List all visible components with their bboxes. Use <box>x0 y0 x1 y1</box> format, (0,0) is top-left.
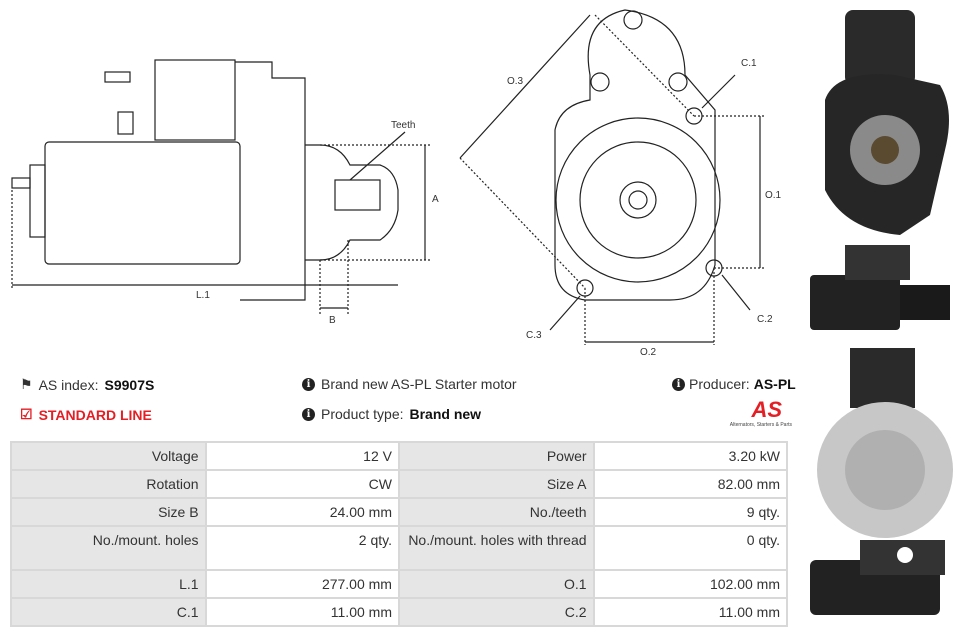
info-icon: i <box>302 407 315 421</box>
product-type-label: Product type: <box>321 406 404 422</box>
spec-value: 2 qty. <box>204 525 400 571</box>
dim-o1-label: O.1 <box>765 190 782 201</box>
product-photos[interactable] <box>805 0 966 636</box>
description-text: Brand new AS-PL Starter motor <box>321 376 517 392</box>
spec-value: 277.00 mm <box>204 569 400 599</box>
spec-label: Rotation <box>10 469 207 499</box>
dim-c3-label: C.3 <box>526 330 542 341</box>
photo-back <box>817 348 953 538</box>
info-icon: i <box>302 377 315 391</box>
spec-label: O.1 <box>397 569 595 599</box>
standard-line-badge: ☑ STANDARD LINE <box>20 406 152 423</box>
photo-angle <box>810 540 945 615</box>
spec-value: 0 qty. <box>592 525 789 571</box>
dim-c1-label: C.1 <box>741 58 757 69</box>
dim-o3-label: O.3 <box>507 76 524 87</box>
producer-label: Producer: <box>689 376 750 392</box>
spec-value: 11.00 mm <box>592 597 789 627</box>
as-index: ⚑ AS index: S9907S <box>20 376 154 393</box>
spec-label: Voltage <box>10 441 207 471</box>
description: i Brand new AS-PL Starter motor <box>302 376 517 392</box>
spec-value: 82.00 mm <box>592 469 789 499</box>
spec-value: 12 V <box>204 441 400 471</box>
producer-value: AS-PL <box>753 376 796 392</box>
spec-label: Power <box>397 441 595 471</box>
product-type: i Product type: Brand new <box>302 406 481 422</box>
checkbox-icon: ☑ <box>20 406 33 422</box>
photo-front <box>825 10 949 236</box>
spec-value: 102.00 mm <box>592 569 789 599</box>
spec-label: C.1 <box>10 597 207 627</box>
photo-side <box>810 245 950 330</box>
spec-label: No./mount. holes <box>10 525 207 571</box>
teeth-label: Teeth <box>391 120 416 131</box>
spec-value: 3.20 kW <box>592 441 789 471</box>
front-view-drawing <box>459 9 765 345</box>
dim-a-label: A <box>432 194 439 205</box>
logo-text: AS <box>751 397 782 422</box>
dim-l1-label: L.1 <box>196 290 210 301</box>
standard-line-label: STANDARD LINE <box>38 406 152 423</box>
dim-c2-label: C.2 <box>757 314 773 325</box>
dim-o2-label: O.2 <box>640 347 657 358</box>
spec-label: C.2 <box>397 597 595 627</box>
spec-value: 9 qty. <box>592 497 789 527</box>
spec-value: CW <box>204 469 400 499</box>
side-view-drawing <box>11 59 430 315</box>
spec-label: L.1 <box>10 569 207 599</box>
dim-b-label: B <box>329 315 336 326</box>
product-type-value: Brand new <box>409 406 482 422</box>
producer: i Producer: AS-PL <box>672 376 796 392</box>
logo-tagline: Alternators, Starters & Parts <box>729 422 792 428</box>
spec-label: Size B <box>10 497 207 527</box>
spec-value: 24.00 mm <box>204 497 400 527</box>
spec-label: No./teeth <box>397 497 595 527</box>
tag-icon: ⚑ <box>20 376 33 392</box>
spec-label: No./mount. holes with thread <box>397 525 595 571</box>
as-index-value: S9907S <box>104 376 155 393</box>
spec-value: 11.00 mm <box>204 597 400 627</box>
as-index-label: AS index: <box>38 376 99 393</box>
as-pl-logo: AS Alternators, Starters & Parts <box>700 397 792 429</box>
spec-label: Size A <box>397 469 595 499</box>
info-icon: i <box>672 377 685 391</box>
